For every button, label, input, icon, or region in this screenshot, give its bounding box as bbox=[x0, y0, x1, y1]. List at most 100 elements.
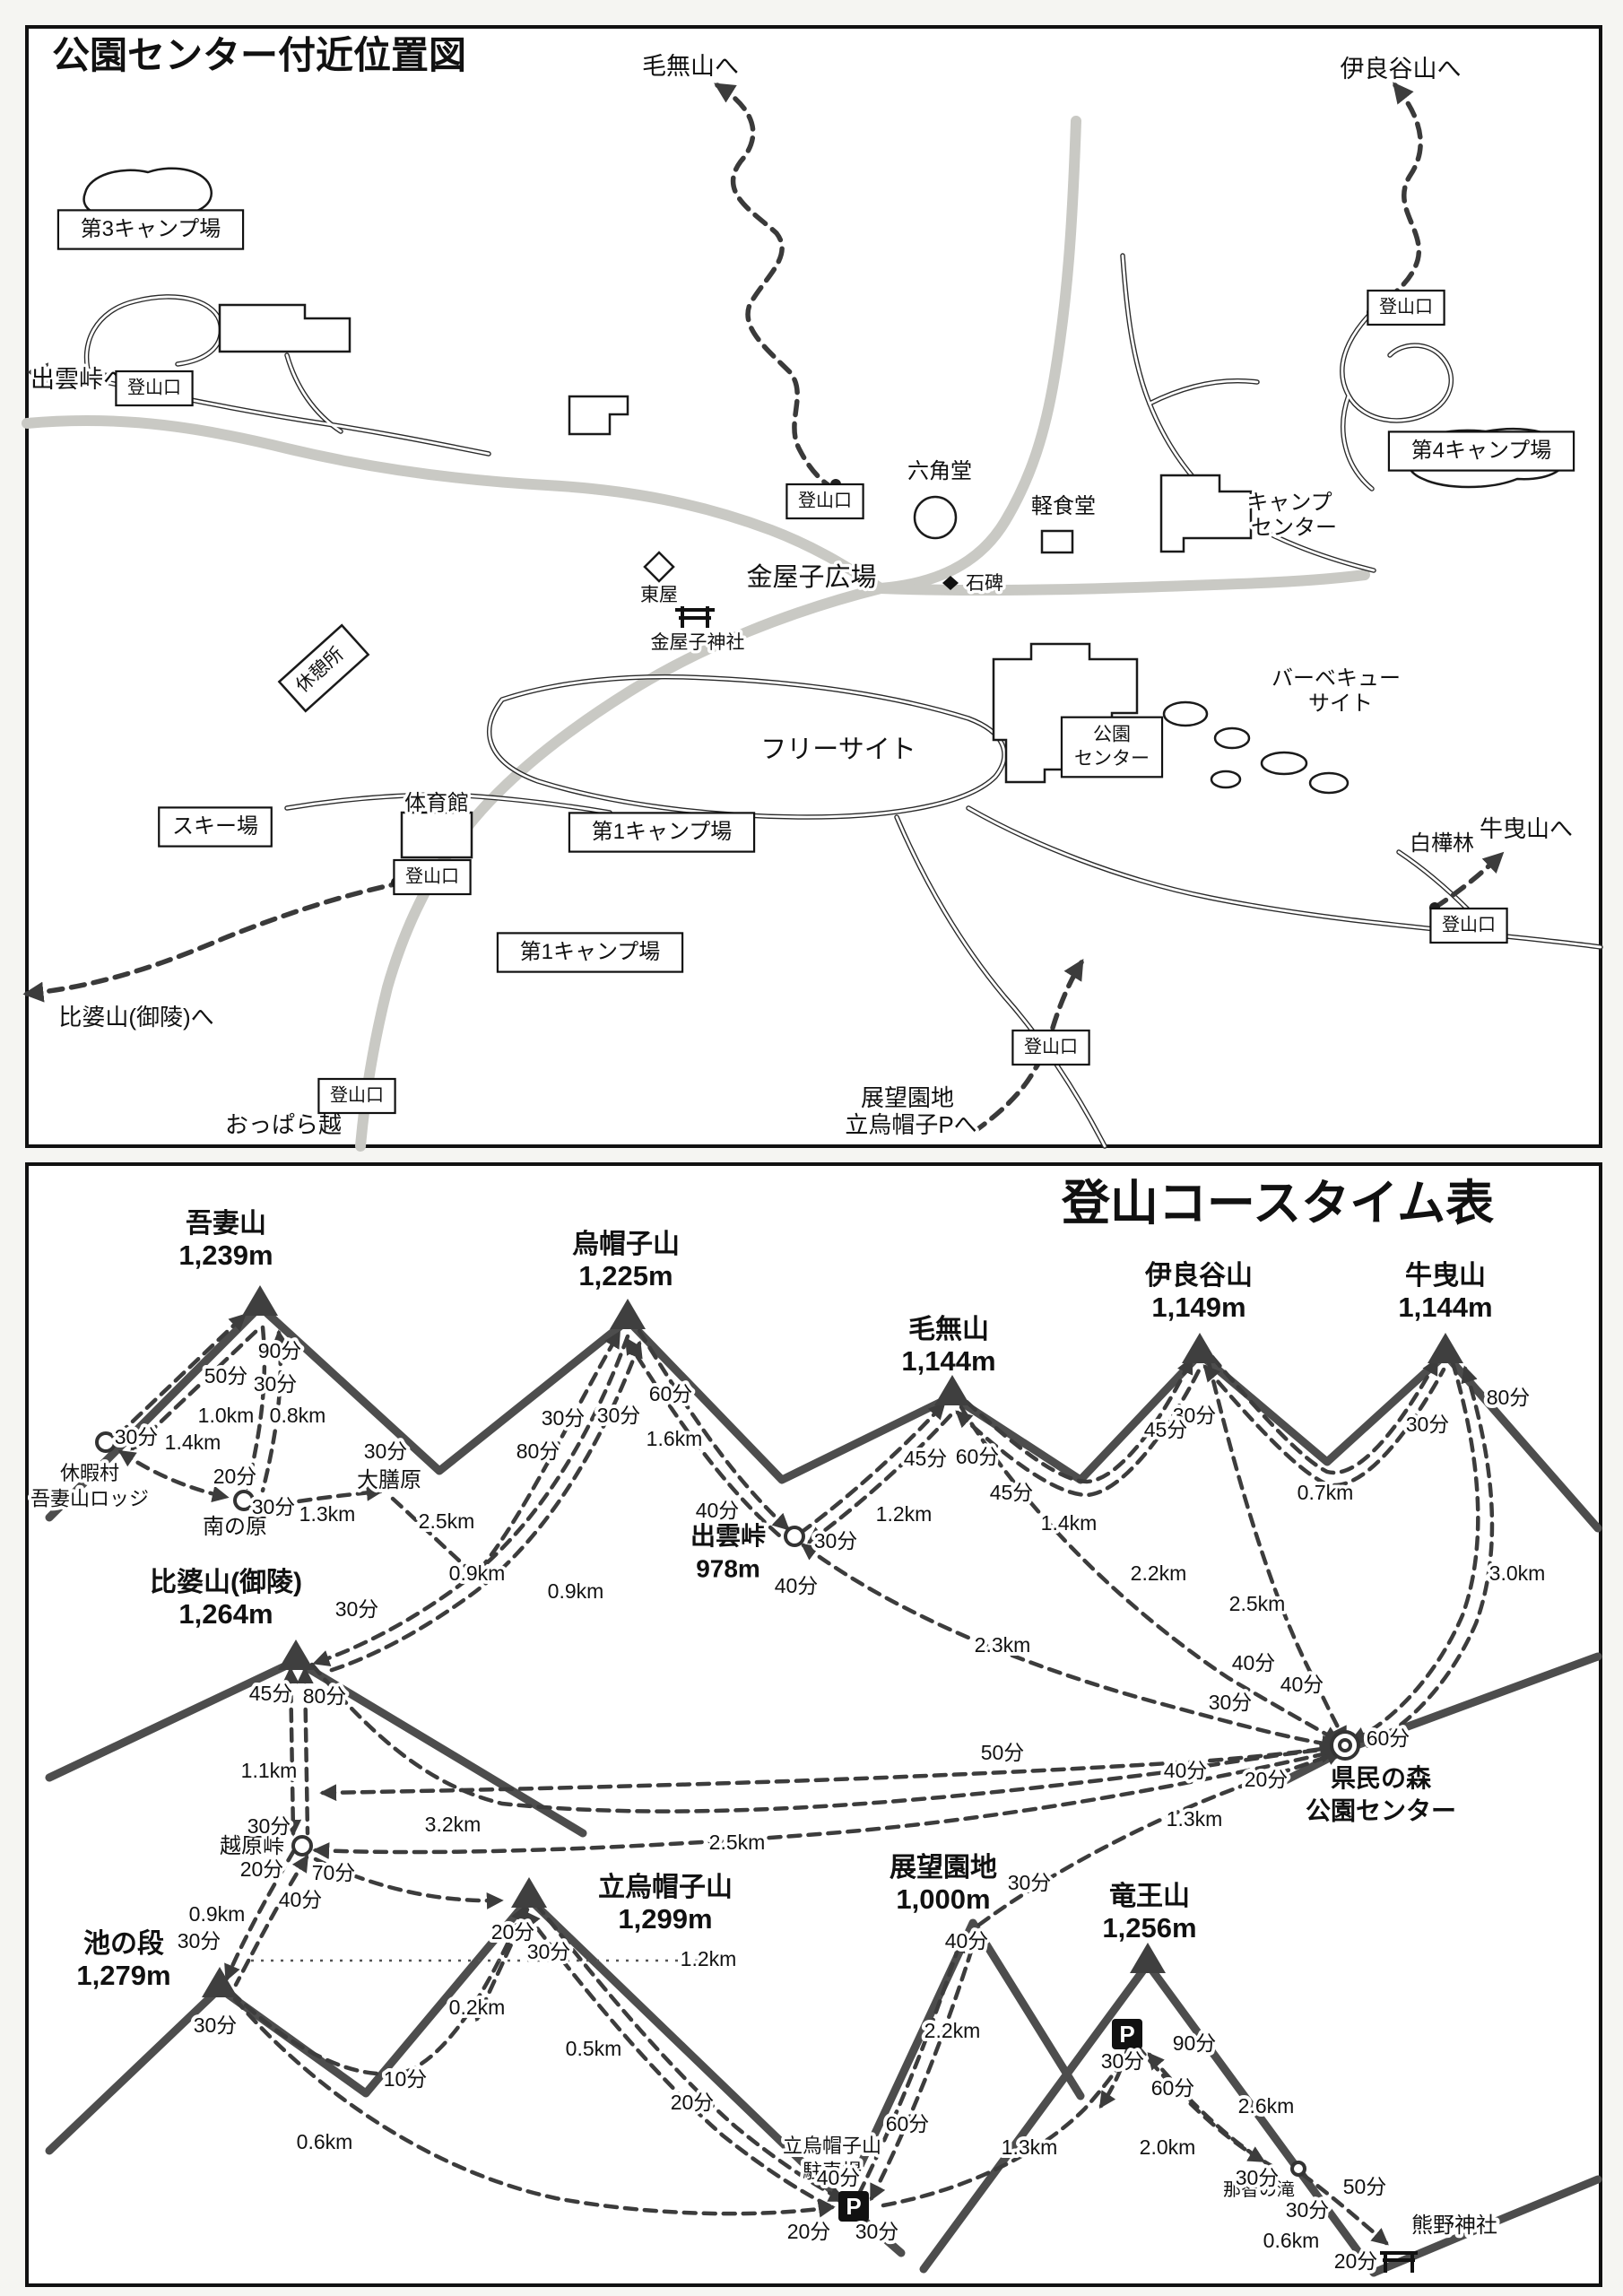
peak-icon bbox=[610, 1299, 646, 1329]
distance-label: 2.2km bbox=[1131, 1561, 1187, 1585]
distance-label: 0.9km bbox=[449, 1561, 506, 1585]
time-label: 30分 bbox=[1406, 1413, 1450, 1436]
map-panel-border bbox=[25, 25, 1602, 1148]
time-label: 30分 bbox=[855, 2220, 899, 2243]
time-label: 45分 bbox=[1144, 1418, 1188, 1441]
road-surface bbox=[285, 353, 343, 433]
hexagon-hall-building bbox=[913, 495, 958, 540]
time-label: 90分 bbox=[258, 1339, 302, 1362]
peak-name: 烏帽子山 bbox=[572, 1230, 680, 1259]
distance-label: 0.6km bbox=[297, 2130, 353, 2153]
path-shape bbox=[1432, 851, 1505, 910]
path-shape bbox=[976, 1749, 1343, 1927]
peak-icon bbox=[934, 1375, 970, 1405]
time-label: 40分 bbox=[817, 2166, 861, 2189]
path-shape bbox=[856, 1935, 966, 2196]
path-shape bbox=[319, 1741, 1337, 1802]
peak-elevation: 1,149m bbox=[1151, 1292, 1245, 1323]
torii-icon bbox=[1380, 2251, 1418, 2273]
label-box bbox=[158, 806, 273, 848]
time-label: 30分 bbox=[115, 1425, 159, 1448]
label-box bbox=[317, 1077, 396, 1115]
path-shape bbox=[390, 1330, 621, 1578]
map-label: センター bbox=[1251, 516, 1337, 540]
time-label: 30分 bbox=[527, 1940, 571, 1963]
path-shape bbox=[474, 1907, 530, 2022]
time-label: 30分 bbox=[247, 1814, 291, 1838]
path-shape bbox=[971, 1045, 1052, 1135]
distance-label: 1.6km bbox=[647, 1427, 703, 1450]
peak-name: 吾妻山 bbox=[186, 1209, 266, 1239]
distance-label: 2.0km bbox=[1140, 2135, 1196, 2159]
map-label: 六角堂 bbox=[907, 459, 972, 483]
boxed-label: 第3キャンプ場 bbox=[81, 217, 221, 241]
distance-label: 0.6km bbox=[1263, 2229, 1320, 2252]
time-label: 80分 bbox=[516, 1439, 560, 1463]
place-label: 越原峠 bbox=[220, 1834, 284, 1858]
map-label: 東屋 bbox=[640, 585, 678, 605]
path-shape bbox=[116, 1313, 247, 1438]
map-label: キャンプ bbox=[1246, 491, 1332, 515]
time-label: 20分 bbox=[491, 1920, 535, 1944]
peak-name: 比婆山(御陵) bbox=[150, 1568, 302, 1597]
boxed-label: 第4キャンプ場 bbox=[1411, 439, 1552, 463]
path-shape bbox=[324, 1340, 643, 1674]
map-label: 金屋子神社 bbox=[651, 632, 745, 653]
distance-label: 1.4km bbox=[165, 1431, 221, 1454]
label-box bbox=[1367, 289, 1445, 326]
camp-center-building bbox=[1159, 474, 1253, 553]
path-shape bbox=[806, 1411, 955, 1544]
label-box bbox=[1387, 430, 1575, 472]
peak-name: 池の段 bbox=[83, 1928, 164, 1959]
path-shape bbox=[637, 1328, 790, 1531]
path-shape bbox=[1050, 959, 1084, 1031]
place-label: 県民の森 bbox=[1331, 1764, 1432, 1792]
peak-name: 牛曳山 bbox=[1405, 1261, 1486, 1291]
peak-icon bbox=[1428, 1333, 1463, 1363]
distance-label: 1.3km bbox=[1167, 1807, 1223, 1831]
outlined-roads-surface-layer bbox=[85, 254, 1602, 1148]
distance-label: 0.9km bbox=[548, 1579, 604, 1603]
time-label: 40分 bbox=[696, 1499, 740, 1522]
place-label: 吾妻山ロッジ bbox=[30, 1488, 149, 1510]
gray-roads-layer bbox=[22, 116, 1370, 1152]
time-label: 70分 bbox=[312, 1861, 356, 1884]
waterfall-node-icon bbox=[1290, 2161, 1306, 2177]
peak-elevation: 1,256m bbox=[1102, 1912, 1196, 1944]
stone-monument-icon bbox=[942, 576, 959, 590]
road-surface bbox=[1121, 254, 1376, 572]
time-label: 40分 bbox=[945, 1929, 989, 1952]
map-title: 公園センター付近位置図 bbox=[52, 34, 466, 76]
distance-label: 0.5km bbox=[566, 2037, 622, 2060]
path-shape bbox=[624, 1336, 782, 1538]
time-label: 90分 bbox=[1173, 2031, 1217, 2055]
time-label: 30分 bbox=[1173, 1404, 1217, 1427]
map-label: 出雲峠へ bbox=[30, 366, 127, 393]
label-box bbox=[1011, 1029, 1090, 1066]
path-shape bbox=[312, 1334, 630, 1666]
peak-elevation: 1,299m bbox=[618, 1903, 712, 1935]
distance-label: 0.9km bbox=[189, 1902, 246, 1926]
time-label: 60分 bbox=[886, 2112, 930, 2135]
path-shape bbox=[229, 1904, 527, 2076]
map-label: 白樺林 bbox=[1410, 831, 1474, 856]
boxed-label: 第1キャンプ場 bbox=[520, 940, 661, 964]
time-label: 30分 bbox=[814, 1529, 858, 1552]
junction-node-icon bbox=[95, 1431, 117, 1453]
map-label: 牛曳山へ bbox=[1480, 815, 1573, 842]
place-label: 出雲峠 bbox=[690, 1522, 766, 1550]
boxed-label: センター bbox=[1074, 749, 1150, 770]
map-label: サイト bbox=[1308, 691, 1373, 716]
map-label: おっぱら越 bbox=[225, 1111, 342, 1138]
distance-label: 1.0km bbox=[198, 1404, 255, 1427]
map-label: 伊良谷山へ bbox=[1341, 56, 1462, 83]
road-surface bbox=[1397, 850, 1471, 912]
path-shape bbox=[714, 83, 837, 491]
map-labels-layer: 毛無山へ伊良谷山へ出雲峠へ六角堂軽食堂キャンプセンター金屋子広場東屋石碑金屋子神… bbox=[28, 50, 1576, 1142]
building bbox=[568, 395, 629, 436]
path-shape bbox=[1147, 2052, 1274, 2169]
distance-label: 0.7km bbox=[1298, 1481, 1354, 1504]
distance-label: 1.1km bbox=[241, 1759, 298, 1782]
label-box bbox=[56, 209, 245, 250]
